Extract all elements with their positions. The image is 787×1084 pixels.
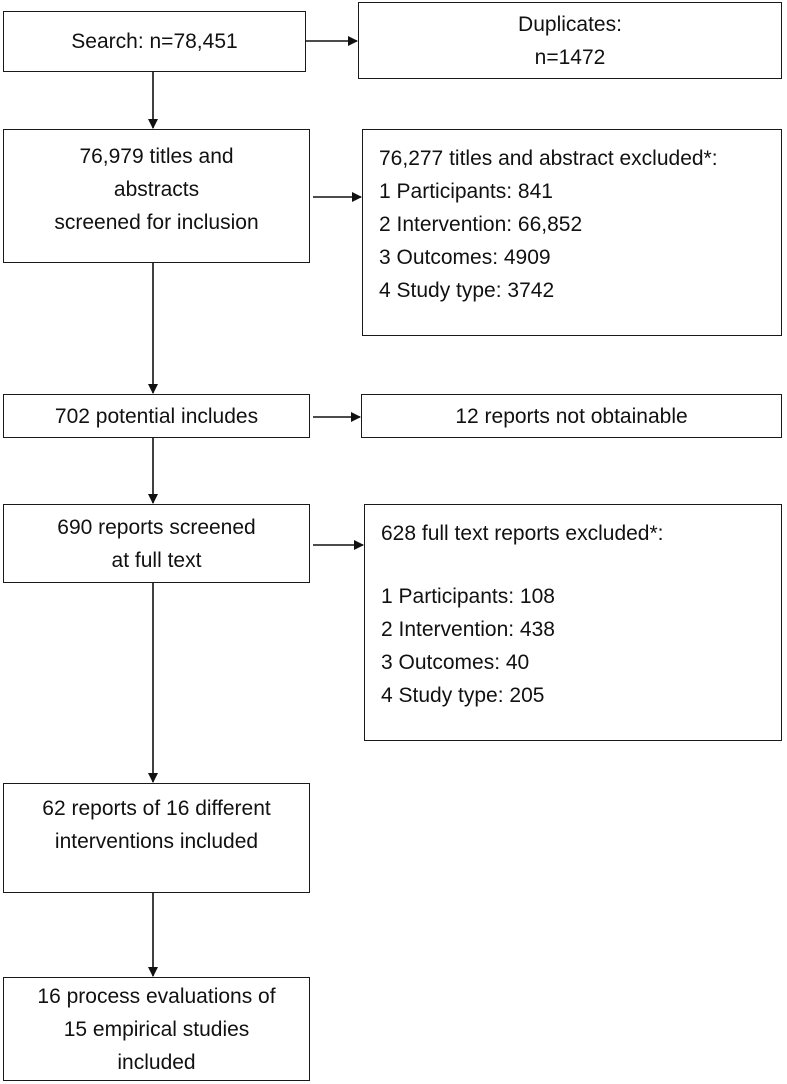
excluded-ft-heading: 628 full text reports excluded*: bbox=[381, 522, 664, 545]
included-box: 62 reports of 16 different interventions… bbox=[3, 783, 310, 893]
screened-line-1: 76,979 titles and bbox=[79, 145, 234, 168]
excluded-ta-item: 4 Study type: 3742 bbox=[379, 279, 555, 302]
process-line-3: included bbox=[117, 1050, 196, 1074]
excluded-ft-item: 2 Intervention: 438 bbox=[381, 618, 555, 641]
process-box: 16 process evaluations of 15 empirical s… bbox=[3, 977, 310, 1081]
excluded-ta-box: 76,277 titles and abstract excluded*: 1 … bbox=[362, 129, 782, 336]
fulltext-line-1: 690 reports screened bbox=[57, 515, 256, 539]
process-line-1: 16 process evaluations of bbox=[37, 984, 276, 1008]
excluded-ta-item: 3 Outcomes: 4909 bbox=[379, 246, 551, 269]
excluded-ft-item: 1 Participants: 108 bbox=[381, 585, 555, 608]
screened-box: 76,979 titles and abstracts screened for… bbox=[3, 129, 310, 263]
excluded-ft-item: 4 Study type: 205 bbox=[381, 684, 545, 707]
potential-box: 702 potential includes bbox=[3, 394, 310, 438]
excluded-ta-heading: 76,277 titles and abstract excluded*: bbox=[379, 147, 718, 170]
excluded-ft-box: 628 full text reports excluded*: 1 Parti… bbox=[364, 504, 782, 741]
included-line-1: 62 reports of 16 different bbox=[42, 797, 271, 820]
process-line-2: 15 empirical studies bbox=[63, 1017, 250, 1041]
search-label: Search: n=78,451 bbox=[71, 30, 238, 53]
fulltext-box: 690 reports screened at full text bbox=[3, 504, 310, 583]
excluded-ta-item: 1 Participants: 841 bbox=[379, 180, 553, 203]
search-box: Search: n=78,451 bbox=[3, 11, 306, 72]
screened-line-3: screened for inclusion bbox=[54, 211, 259, 234]
excluded-ta-item: 2 Intervention: 66,852 bbox=[379, 213, 583, 236]
fulltext-line-2: at full text bbox=[111, 548, 202, 572]
duplicates-box: Duplicates: n=1472 bbox=[358, 2, 782, 79]
screened-line-2: abstracts bbox=[113, 178, 200, 201]
duplicates-label: Duplicates: bbox=[518, 12, 622, 36]
potential-label: 702 potential includes bbox=[54, 404, 259, 428]
not-obtainable-box: 12 reports not obtainable bbox=[361, 394, 782, 438]
excluded-ft-item: 3 Outcomes: 40 bbox=[381, 651, 530, 674]
included-line-2: interventions included bbox=[54, 830, 259, 853]
duplicates-count: n=1472 bbox=[534, 45, 606, 69]
not-obtainable-label: 12 reports not obtainable bbox=[455, 404, 688, 428]
